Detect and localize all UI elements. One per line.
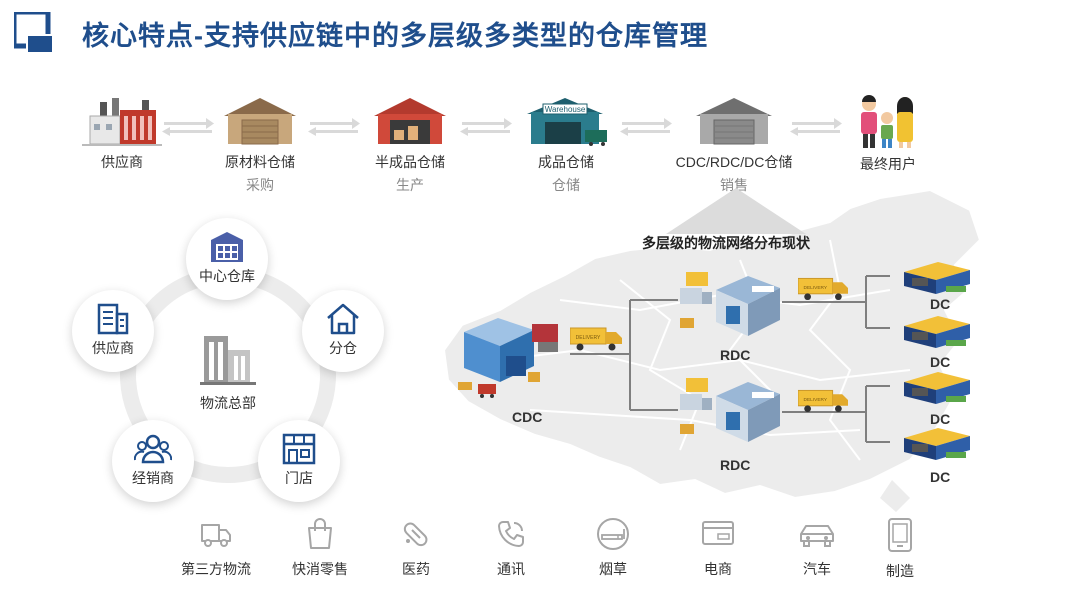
network-pointer xyxy=(666,188,806,234)
dc-warehouse-icon xyxy=(900,368,974,406)
family-icon xyxy=(855,94,921,148)
node-distributor: 经销商 xyxy=(112,420,194,502)
dc-label: DC xyxy=(930,469,950,485)
dc-warehouse-icon xyxy=(900,258,974,296)
store-icon xyxy=(281,432,317,466)
double-arrow-icon xyxy=(788,118,844,136)
industry-label: 第三方物流 xyxy=(171,559,261,579)
industry-ecommerce: 电商 xyxy=(673,517,763,579)
industry-manufacturing: 制造 xyxy=(855,517,945,581)
dc-label: DC xyxy=(930,411,950,427)
industry-label: 医药 xyxy=(371,559,461,579)
red-warehouse-icon xyxy=(372,96,448,146)
truck-label: DELIVERY xyxy=(803,285,827,291)
dc-label: DC xyxy=(930,354,950,370)
node-central-warehouse: 中心仓库 xyxy=(186,218,268,300)
chain-label: 半成品仓储 xyxy=(360,152,460,172)
page-title: 核心特点-支持供应链中的多层级多类型的仓库管理 xyxy=(82,14,708,53)
rdc-warehouse-icon xyxy=(676,266,786,342)
industry-third-party-logistics: 第三方物流 xyxy=(171,517,261,579)
chain-label: 最终用户 xyxy=(846,154,930,174)
factory-icon xyxy=(82,98,162,146)
building-icon xyxy=(95,302,131,336)
node-label: 分仓 xyxy=(302,338,384,358)
car-icon xyxy=(797,517,837,551)
double-arrow-icon xyxy=(306,118,362,136)
dc-warehouse-icon xyxy=(900,312,974,350)
shopping-bag-icon xyxy=(303,517,337,551)
industry-label: 通讯 xyxy=(466,559,556,579)
pill-icon xyxy=(399,517,433,551)
industry-label: 快消零售 xyxy=(275,559,365,579)
grey-warehouse-icon xyxy=(694,96,774,146)
cdc-warehouse-icon xyxy=(454,312,564,398)
network-title: 多层级的物流网络分布现状 xyxy=(642,233,810,253)
warehouse-badge: Warehouse xyxy=(545,105,586,114)
double-arrow-icon xyxy=(160,118,216,136)
industry-automotive: 汽车 xyxy=(772,517,862,579)
delivery-truck-icon xyxy=(199,517,233,551)
device-icon xyxy=(885,517,915,553)
chain-label: 原材料仓储 xyxy=(210,152,310,172)
people-group-icon xyxy=(134,432,172,466)
industry-telecom: 通讯 xyxy=(466,517,556,579)
node-label: 门店 xyxy=(258,468,340,488)
cigarette-icon xyxy=(595,517,631,551)
cdc-label: CDC xyxy=(512,409,542,425)
wooden-warehouse-icon xyxy=(222,96,298,146)
house-icon xyxy=(325,302,361,336)
truck-icon: DELIVERY xyxy=(798,388,848,414)
hub-center-label: 物流总部 xyxy=(193,393,263,413)
node-label: 经销商 xyxy=(112,468,194,488)
rdc-label: RDC xyxy=(720,347,750,363)
chain-label: CDC/RDC/DC仓储 xyxy=(668,152,800,172)
double-arrow-icon xyxy=(458,118,514,136)
industry-pharma: 医药 xyxy=(371,517,461,579)
node-store: 门店 xyxy=(258,420,340,502)
industry-tobacco: 烟草 xyxy=(568,517,658,579)
truck-icon: DELIVERY xyxy=(798,276,848,302)
industry-label: 制造 xyxy=(855,561,945,581)
industry-label: 汽车 xyxy=(772,559,862,579)
truck-icon: DELIVERY xyxy=(570,326,622,352)
double-arrow-icon xyxy=(618,118,674,136)
dc-warehouse-icon xyxy=(900,424,974,462)
headquarters-icon xyxy=(200,330,256,386)
truck-label: DELIVERY xyxy=(803,397,827,403)
node-supplier: 供应商 xyxy=(72,290,154,372)
dc-label: DC xyxy=(930,296,950,312)
industry-label: 电商 xyxy=(673,559,763,579)
chain-label: 供应商 xyxy=(74,152,170,172)
node-branch-warehouse: 分仓 xyxy=(302,290,384,372)
chain-label: 成品仓储 xyxy=(514,152,618,172)
chain-sub-label: 采购 xyxy=(210,175,310,195)
industry-fmcg-retail: 快消零售 xyxy=(275,517,365,579)
rdc-label: RDC xyxy=(720,457,750,473)
chain-item-raw-material: 原材料仓储 采购 xyxy=(210,96,310,195)
phone-icon xyxy=(494,517,528,551)
chain-item-end-user: 最终用户 xyxy=(846,94,930,174)
monitor-icon xyxy=(700,517,736,551)
logo-mark-icon xyxy=(14,12,54,54)
truck-label: DELIVERY xyxy=(576,335,601,341)
teal-warehouse-icon: Warehouse xyxy=(521,96,611,146)
central-warehouse-icon xyxy=(209,230,245,264)
node-label: 中心仓库 xyxy=(186,266,268,286)
chain-item-supplier: 供应商 xyxy=(74,98,170,172)
rdc-warehouse-icon xyxy=(676,372,786,448)
node-label: 供应商 xyxy=(72,338,154,358)
industry-label: 烟草 xyxy=(568,559,658,579)
